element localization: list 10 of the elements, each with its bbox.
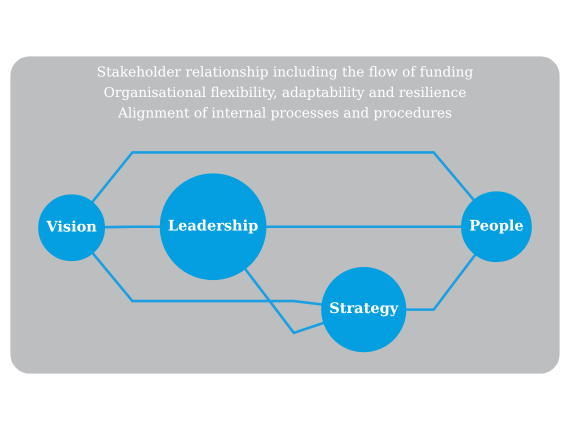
connector — [406, 254, 476, 311]
node-circle: People — [461, 191, 532, 262]
connector — [244, 268, 324, 334]
connector — [104, 225, 160, 228]
connector — [266, 225, 462, 228]
connector — [91, 151, 475, 203]
connector — [92, 252, 322, 306]
node-circle: Strategy — [321, 267, 406, 352]
node-circle: Leadership — [160, 173, 266, 280]
node-circle: Vision — [38, 194, 105, 262]
